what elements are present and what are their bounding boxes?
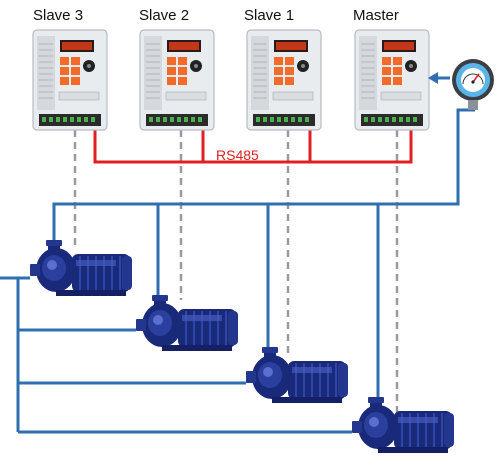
pressure-gauge-icon — [452, 59, 494, 110]
rs485-bus-line — [93, 118, 413, 164]
arrow-left-icon — [428, 72, 450, 84]
slave-2-label: Slave 2 — [139, 7, 190, 24]
discharge-pipes — [52, 108, 475, 402]
slave-1-label: Slave 1 — [244, 7, 295, 24]
pump-icon — [135, 294, 239, 352]
pump-icon — [29, 239, 133, 297]
inverter-drive-icon — [32, 29, 108, 131]
rs485-bus-label: RS485 — [216, 147, 259, 163]
slave-3-label: Slave 3 — [33, 7, 84, 24]
inverter-drive-icon — [246, 29, 322, 131]
master-label: Master — [353, 7, 399, 24]
inverter-drive-icon — [354, 29, 430, 131]
pump-icon — [245, 346, 349, 404]
pump-icon — [351, 396, 455, 454]
suction-pipes — [0, 276, 352, 434]
control-dashed-lines — [73, 130, 399, 425]
inverter-drive-icon — [139, 29, 215, 131]
